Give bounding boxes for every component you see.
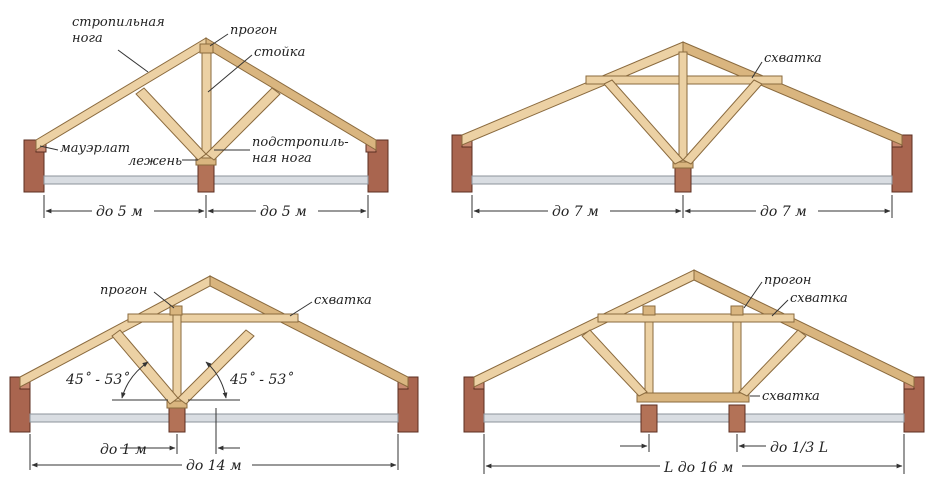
collar-tie-low	[636, 392, 750, 403]
purlin-left	[642, 305, 656, 316]
panel-bottom-right: прогон схватка схватка L до 16 м до 1/3 …	[463, 269, 925, 476]
label-sub-rafter-2: ная нога	[252, 151, 312, 166]
floor-slab	[29, 413, 399, 423]
strut-right	[682, 79, 763, 165]
span-right: до 5 м	[260, 204, 307, 220]
leader-collar	[751, 61, 763, 79]
label-rafter-leg-1: стропильная	[72, 15, 165, 30]
rafter-right	[682, 41, 903, 146]
angle-arc-left	[121, 361, 149, 399]
sub-rafter-left	[135, 87, 207, 161]
span-left: до 7 м	[552, 204, 599, 220]
middle-wall	[197, 161, 215, 193]
floor-slab	[483, 413, 905, 423]
label-strut: стойка	[254, 45, 305, 60]
panel-bottom-left: прогон схватка 45˚ - 53˚ 45˚ - 53˚ до 1 …	[9, 275, 419, 474]
strut-post	[201, 47, 212, 159]
label-purlin: прогон	[230, 23, 277, 38]
leader-rafter-leg	[117, 49, 149, 73]
king-post	[678, 51, 688, 163]
dim-text-bg-left	[92, 201, 154, 219]
wall-left	[23, 139, 45, 193]
collar-tie	[127, 313, 299, 323]
dim-text-bg-span	[660, 457, 742, 475]
strut-right	[738, 329, 807, 397]
purlin	[169, 305, 183, 316]
label-rafter-leg-2: нога	[72, 31, 103, 46]
sub-rafter-right	[205, 87, 281, 161]
leader-purlin	[153, 291, 175, 309]
leader-purlin	[209, 33, 229, 47]
span-right: до 7 м	[760, 204, 807, 220]
label-angle-left: 45˚ - 53˚	[65, 371, 129, 388]
leader-collar-top	[771, 299, 789, 317]
label-wall-plate: мауэрлат	[60, 141, 130, 156]
post-left	[644, 321, 654, 395]
strut-left	[603, 79, 684, 165]
middle-wall-right	[728, 404, 746, 433]
strut-left	[111, 329, 179, 405]
purlin	[199, 43, 214, 54]
label-collar: схватка	[314, 293, 372, 308]
span-left: до 5 м	[96, 204, 143, 220]
dim-text-bg-span	[182, 456, 252, 474]
post-right	[732, 321, 742, 395]
span-total: L до 16 м	[663, 460, 733, 476]
purlin-right	[730, 305, 744, 316]
rafter-left	[473, 269, 695, 388]
dim-text-bg-right	[756, 201, 818, 219]
label-sub-rafter-1: подстропиль-	[252, 135, 349, 150]
strut-left	[581, 329, 648, 397]
rafter-right	[209, 275, 409, 388]
panel-top-left: стропильная нога прогон стойка мауэрлат …	[23, 15, 389, 220]
label-collar-top: схватка	[790, 291, 848, 306]
leader-collar	[289, 301, 313, 317]
leader-purlin	[743, 281, 763, 309]
label-collar-low: схватка	[762, 389, 820, 404]
middle-wall	[674, 164, 692, 193]
dim-text-bg-left	[548, 201, 610, 219]
strut-right	[177, 329, 255, 405]
label-collar: схватка	[764, 51, 822, 66]
label-purlin: прогон	[100, 283, 147, 298]
panel-top-right: схватка до 7 м до 7 м	[451, 41, 913, 220]
middle-wall-left	[640, 404, 658, 433]
leader-strut	[207, 54, 253, 93]
span-total: до 14 м	[186, 458, 242, 474]
label-bed-beam: лежень	[128, 154, 182, 169]
label-angle-right: 45˚ - 53˚	[229, 371, 293, 388]
span-third: до 1/3 L	[770, 440, 828, 456]
angle-arc-right	[205, 361, 228, 399]
label-purlin: прогон	[764, 273, 811, 288]
middle-wall	[168, 404, 186, 433]
wall-right	[367, 139, 389, 193]
collar-tie-top	[597, 313, 795, 323]
post	[172, 314, 182, 402]
span-offset: до 1 м	[100, 442, 147, 458]
leader-wall-plate	[39, 145, 59, 151]
rafter-right	[693, 269, 915, 388]
dim-text-bg-right	[256, 201, 318, 219]
